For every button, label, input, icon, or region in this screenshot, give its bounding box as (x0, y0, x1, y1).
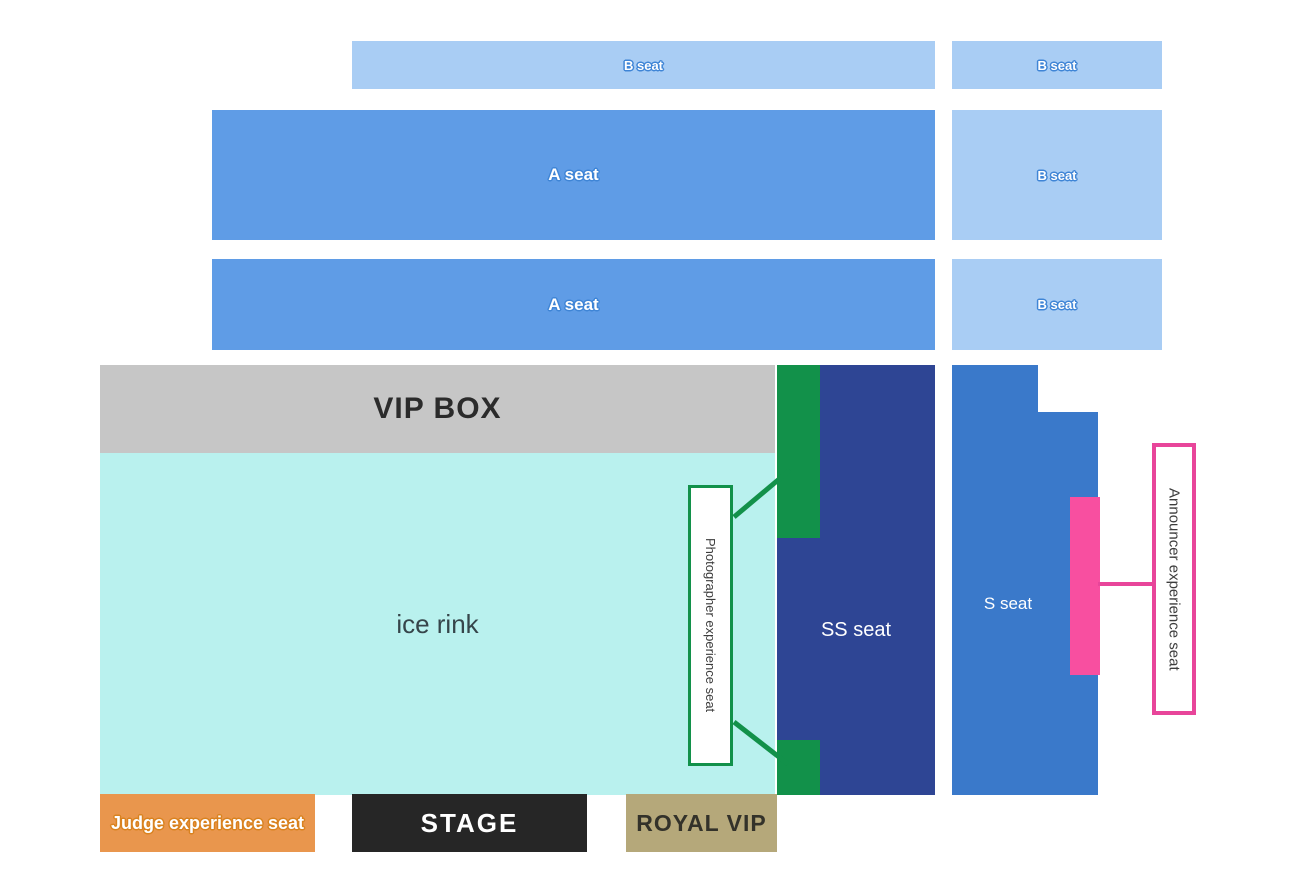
announcer-seat-block[interactable] (1070, 497, 1100, 675)
seat-zone-b-mid-right[interactable]: B seat (952, 110, 1162, 240)
seat-zone-label: VIP BOX (373, 392, 502, 425)
seat-zone-label: S seat (983, 593, 1033, 613)
seat-zone-royal-vip[interactable]: ROYAL VIP (626, 794, 777, 852)
seat-zone-label: A seat (548, 165, 599, 184)
seat-zone-s-upper[interactable] (952, 365, 1038, 413)
seat-zone-label: A seat (548, 294, 599, 314)
photographer-seat-block-bottom[interactable] (777, 740, 820, 795)
seat-zone-vip-box[interactable]: VIP BOX (100, 365, 775, 453)
photographer-seat-block-top[interactable] (777, 365, 820, 538)
seat-zone-a-row-2[interactable]: A seat (212, 259, 935, 350)
seat-zone-a-row-1[interactable]: A seat (212, 110, 935, 240)
seat-zone-b-top-bar[interactable]: B seat (352, 41, 935, 89)
seat-zone-label: SS seat (820, 618, 892, 641)
seat-zone-label: B seat (1037, 297, 1077, 312)
seat-zone-label: B seat (623, 57, 664, 73)
announcer-seat-label: Announcer experience seat (1165, 487, 1183, 671)
stage-area: STAGE (352, 794, 587, 852)
photographer-seat-label: Photographer experience seat (703, 538, 718, 713)
seat-zone-label: B seat (1037, 167, 1077, 183)
ice-rink-label: ice rink (396, 608, 479, 639)
stage-label: STAGE (420, 807, 519, 838)
seat-zone-label: ROYAL VIP (636, 809, 767, 836)
ice-rink-area: ice rink (100, 453, 775, 795)
seat-zone-label: B seat (1037, 57, 1077, 73)
seat-zone-label: Judge experience seat (110, 812, 305, 833)
announcer-seat-callout[interactable]: Announcer experience seat (1152, 443, 1196, 715)
photographer-seat-callout[interactable]: Photographer experience seat (688, 485, 733, 766)
seat-zone-b-low-right[interactable]: B seat (952, 259, 1162, 350)
seat-zone-b-top-right[interactable]: B seat (952, 41, 1162, 89)
seat-zone-judge-experience[interactable]: Judge experience seat (100, 794, 315, 852)
